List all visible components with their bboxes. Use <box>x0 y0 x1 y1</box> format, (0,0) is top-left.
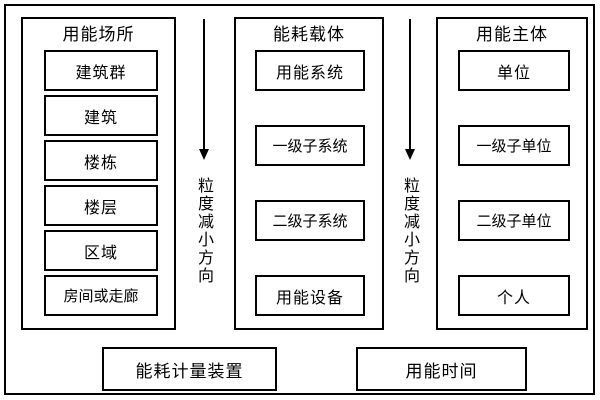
item-subject-level1-subunit[interactable]: 一级子单位 <box>458 125 570 166</box>
granularity-arrow-group-2: 粒度减小方向 <box>387 17 433 330</box>
arrow-head-icon <box>405 149 415 160</box>
arrow-down-icon <box>203 19 205 151</box>
column-title-place: 用能场所 <box>62 25 135 45</box>
item-subject-individual[interactable]: 个人 <box>458 275 570 316</box>
bottom-box-metering-device[interactable]: 能耗计量装置 <box>102 347 277 391</box>
item-carrier-level1-subsystem[interactable]: 一级子系统 <box>255 125 365 166</box>
item-place-floor[interactable]: 楼层 <box>44 185 158 226</box>
item-carrier-level2-subsystem[interactable]: 二级子系统 <box>255 200 365 241</box>
arrow-down-icon <box>409 19 411 151</box>
column-subject: 用能主体 单位 一级子单位 二级子单位 个人 <box>436 17 588 330</box>
granularity-arrow-group-1: 粒度减小方向 <box>181 17 227 330</box>
column-place: 用能场所 建筑群 建筑 楼栋 楼层 区域 房间或走廊 <box>21 17 176 330</box>
item-place-zone[interactable]: 区域 <box>44 230 158 271</box>
item-place-building-group[interactable]: 建筑群 <box>44 50 158 91</box>
outer-frame: 用能场所 建筑群 建筑 楼栋 楼层 区域 房间或走廊 粒度减小方向 能耗载体 用… <box>4 4 595 395</box>
item-place-building[interactable]: 建筑 <box>44 95 158 136</box>
column-carrier: 能耗载体 用能系统 一级子系统 二级子系统 用能设备 <box>234 17 384 330</box>
item-subject-level2-subunit[interactable]: 二级子单位 <box>458 200 570 241</box>
item-carrier-energy-equipment[interactable]: 用能设备 <box>255 275 365 316</box>
arrow-head-icon <box>199 149 209 160</box>
item-carrier-energy-system[interactable]: 用能系统 <box>255 50 365 91</box>
item-subject-unit[interactable]: 单位 <box>458 50 570 91</box>
granularity-arrow-label-2: 粒度减小方向 <box>401 177 420 285</box>
granularity-arrow-label-1: 粒度减小方向 <box>195 177 214 285</box>
column-title-subject: 用能主体 <box>476 25 548 45</box>
column-title-carrier: 能耗载体 <box>273 25 345 45</box>
item-place-block[interactable]: 楼栋 <box>44 140 158 181</box>
item-place-room-or-corridor[interactable]: 房间或走廊 <box>44 275 158 316</box>
bottom-box-energy-time[interactable]: 用能时间 <box>356 347 527 391</box>
